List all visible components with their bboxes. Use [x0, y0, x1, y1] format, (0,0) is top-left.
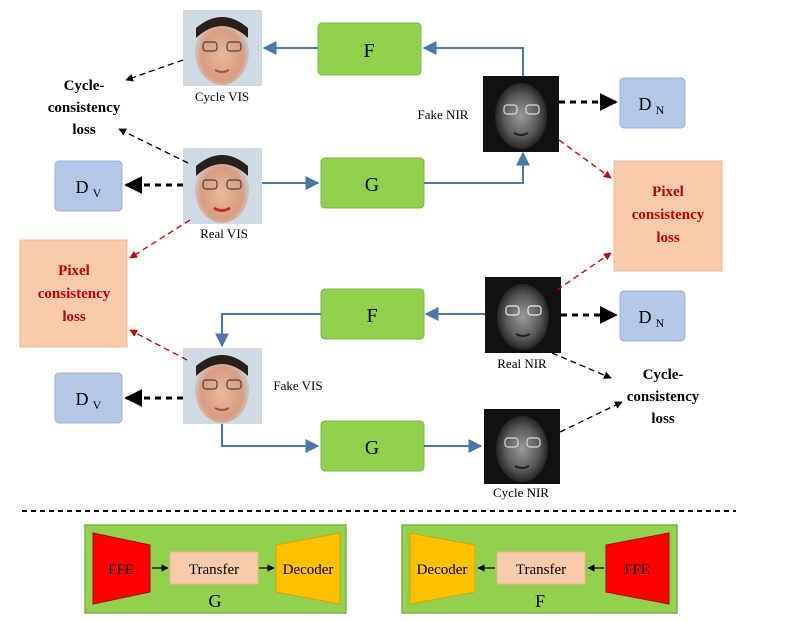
real-nir-label: Real NIR	[497, 356, 547, 371]
cycle-vis-image	[183, 10, 262, 86]
arrow-realnir-to-pixel	[556, 252, 612, 291]
generator-g-mid-label: G	[365, 174, 379, 196]
arrow-fakevis-to-g	[221, 424, 320, 453]
cycle-bottom-line-3: loss	[651, 411, 675, 427]
cycle-vis-label: Cycle VIS	[195, 89, 249, 104]
cycle-top-line-3: loss	[72, 122, 96, 138]
pixel-left-line-1: Pixel	[58, 263, 90, 279]
cycle-arrows	[118, 59, 623, 433]
pixel-loss-left: Pixel consistency loss	[19, 239, 128, 348]
legend-f-transfer-box	[496, 551, 586, 585]
arrow-fakevis-to-pixel	[129, 329, 188, 361]
legend-g-ffe-shape	[92, 532, 151, 605]
dv-top-main: D	[76, 177, 89, 197]
discriminator-dv-top: D V	[54, 160, 123, 212]
cycle-nir-image	[484, 409, 560, 484]
pixel-right-line-3: loss	[656, 230, 680, 246]
arrow-f-to-fakevis	[215, 313, 321, 348]
legend-f-transfer: Transfer	[516, 562, 566, 578]
legend-f-decoder-shape	[409, 532, 476, 605]
legend-f-ffe: FFE	[624, 562, 650, 578]
dv-top-sub: V	[93, 186, 102, 200]
legend-f-decoder: Decoder	[417, 562, 468, 578]
legend-g-panel: FFE Transfer Decoder G	[84, 524, 347, 614]
cycle-loss-top: Cycle- consistency loss	[48, 78, 121, 138]
cycle-loss-bottom: Cycle- consistency loss	[627, 367, 700, 427]
fake-nir-image	[483, 76, 559, 152]
cycle-bottom-line-2: consistency	[627, 389, 700, 405]
legend-g-transfer-box	[169, 551, 259, 585]
real-nir-image	[485, 277, 561, 353]
dv-low-main: D	[76, 389, 89, 409]
arrow-fakenir-to-pixel	[558, 139, 612, 179]
cycle-top-line-1: Cycle-	[64, 78, 105, 94]
legend-g-label: G	[209, 591, 222, 611]
pixel-left-line-2: consistency	[38, 286, 111, 302]
flow-arrows	[215, 41, 530, 453]
generator-f-top-label: F	[363, 40, 374, 62]
dn-low-main: D	[639, 307, 652, 327]
fake-nir-label: Fake NIR	[418, 107, 469, 122]
legend-f-panel: Decoder Transfer FFE F	[401, 524, 678, 614]
real-vis-label: Real VIS	[200, 226, 248, 241]
generator-f-low-label: F	[366, 305, 377, 327]
real-vis-image	[183, 148, 262, 224]
dn-top-main: D	[639, 94, 652, 114]
arrow-realnir-to-loss	[551, 352, 612, 379]
fake-vis-image	[183, 348, 262, 424]
generator-g-bottom: G	[320, 420, 425, 472]
pixel-left-line-3: loss	[62, 309, 86, 325]
dn-top-sub: N	[656, 103, 665, 117]
arrow-cyclevis-to-loss	[125, 59, 184, 82]
discriminator-dv-low: D V	[54, 372, 123, 424]
discriminator-dn-top: D N	[619, 77, 686, 129]
generator-g-bottom-label: G	[365, 437, 379, 459]
legend-g-decoder-shape	[275, 532, 341, 605]
legend-g-decoder: Decoder	[283, 562, 334, 578]
arrow-realvis-to-loss	[118, 128, 189, 164]
discriminator-arrows	[124, 93, 618, 407]
arrow-realvis-to-pixel	[129, 219, 191, 259]
pixel-arrows	[129, 139, 612, 361]
dv-low-sub: V	[93, 398, 102, 412]
generator-g-mid: G	[320, 157, 425, 209]
discriminator-dn-low: D N	[619, 290, 686, 342]
legend-g-ffe: FFE	[108, 562, 134, 578]
arrow-fakenir-to-f	[422, 41, 524, 76]
cycle-nir-label: Cycle NIR	[493, 485, 549, 500]
pixel-right-line-2: consistency	[632, 207, 705, 223]
fake-vis-label: Fake VIS	[273, 378, 322, 393]
legend-f-label: F	[535, 591, 545, 611]
arrow-cyclenir-to-loss	[559, 401, 623, 433]
arrow-g-to-fakenir	[424, 151, 530, 184]
cycle-bottom-line-1: Cycle-	[643, 367, 684, 383]
cycle-top-line-2: consistency	[48, 100, 121, 116]
legend-f-ffe-shape	[605, 532, 670, 605]
legend-g-transfer: Transfer	[189, 562, 239, 578]
pixel-loss-right: Pixel consistency loss	[613, 160, 723, 272]
generator-f-low: F	[320, 288, 425, 340]
pixel-right-line-1: Pixel	[652, 184, 684, 200]
generator-f-top: F	[317, 22, 422, 76]
dn-low-sub: N	[656, 316, 665, 330]
